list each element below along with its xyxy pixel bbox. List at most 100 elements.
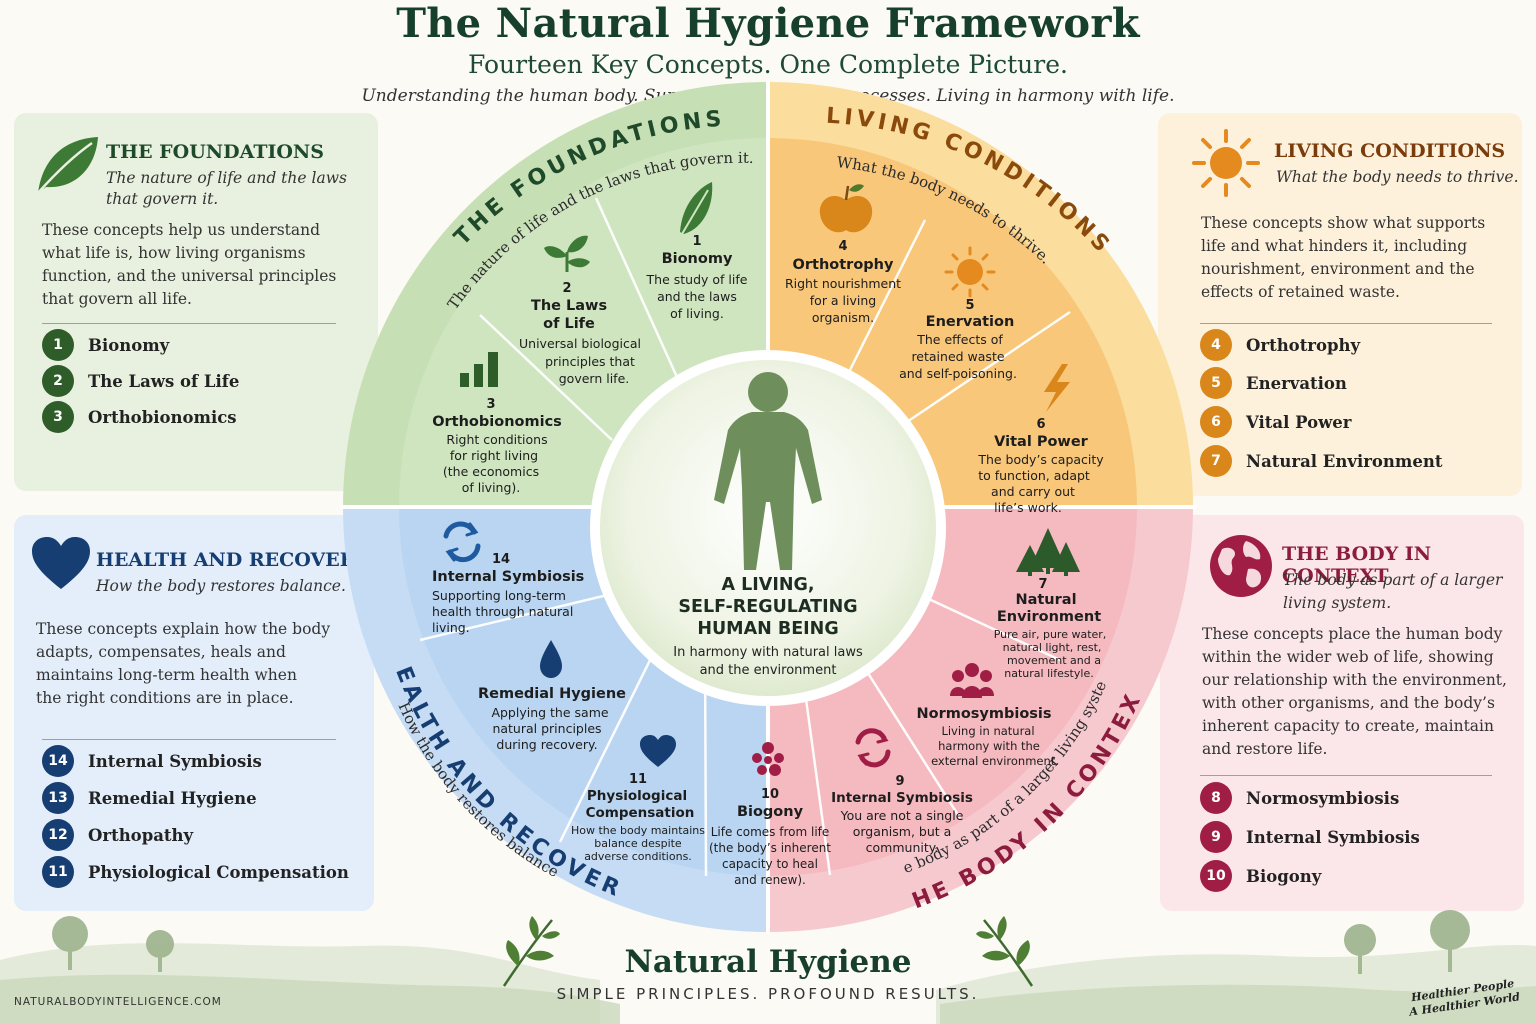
segment-desc: retained waste (911, 349, 1004, 364)
segment-desc: (the body’s inherent (709, 841, 831, 855)
segment-desc: health through natural (432, 604, 573, 619)
segment-number: 9 (895, 774, 904, 789)
leaf-icon (37, 137, 98, 194)
segment-desc: Right conditions (446, 432, 547, 447)
list-item: 14 Internal Symbiosis (42, 745, 262, 777)
segment-title: The Laws (531, 298, 607, 314)
segment-desc: Life comes from life (711, 825, 830, 839)
trees-icon (1016, 528, 1080, 576)
sprout-icon (544, 235, 590, 272)
segment-desc: Living in natural (941, 724, 1034, 738)
list-item: 4 Orthotrophy (1200, 329, 1360, 361)
center-subtitle-2: and the environment (700, 663, 837, 678)
segment-number: 1 (692, 234, 701, 249)
segment-desc: principles that (545, 354, 635, 369)
list-item: 7 Natural Environment (1200, 445, 1443, 477)
segment-desc: organism. (812, 310, 874, 325)
panel-subtitle: The nature of life and the laws (106, 169, 347, 187)
segment-title: Remedial Hygiene (478, 686, 626, 702)
segment-number: 11 (629, 772, 647, 787)
panel-subtitle: The body as part of a larger (1283, 571, 1503, 589)
segment-desc: movement and a (1007, 654, 1101, 667)
health-panel: HEALTH AND RECOVERY How the body restore… (14, 515, 374, 911)
segment-desc: community. (866, 840, 939, 855)
center-title-3: HUMAN BEING (697, 619, 838, 639)
landscape-illustration (0, 910, 1536, 1024)
segment-number: 4 (838, 239, 847, 254)
leaf-sprig-icon (502, 916, 560, 987)
globe-icon (1210, 535, 1272, 597)
list-item: 8 Normosymbiosis (1200, 782, 1399, 814)
list-item: 10 Biogony (1200, 860, 1321, 892)
segment-title: Internal Symbiosis (432, 569, 584, 585)
human-body-icon (714, 372, 822, 570)
segment-desc: (the economics (443, 464, 539, 479)
panel-title: THE BODY IN CONTEXT (1282, 543, 1432, 587)
living-conditions-panel: LIVING CONDITIONS What the body needs to… (1158, 113, 1522, 496)
panel-title: LIVING CONDITIONS (1274, 140, 1506, 162)
leaf-icon (680, 182, 713, 235)
panel-subtitle: How the body restores balance. (96, 577, 346, 595)
segment-desc: for right living (450, 448, 538, 463)
cells-icon (752, 742, 784, 776)
segment-number: 5 (965, 298, 974, 313)
segment-number: 7 (1038, 577, 1047, 592)
segment-desc: govern life. (559, 371, 630, 386)
segment-desc: of living). (462, 480, 521, 495)
segment-desc: natural lifestyle. (1004, 667, 1093, 680)
segment-title: Bionomy (662, 251, 733, 267)
segment-desc: and carry out (991, 484, 1075, 499)
segment-number: 10 (761, 787, 779, 802)
segment-desc: and the laws (657, 289, 737, 304)
segment-number: 14 (492, 552, 510, 567)
panel-title: HEALTH AND RECOVERY (96, 549, 369, 571)
apple-icon (819, 184, 873, 233)
segment-desc: Universal biological (519, 336, 641, 351)
center-title-2: SELF-REGULATING (678, 597, 857, 617)
bar-chart-icon (460, 352, 498, 387)
segment-desc: You are not a single (840, 808, 964, 823)
segment-desc: capacity to heal (722, 857, 818, 871)
heart-icon (640, 735, 676, 767)
list-item: 12 Orthopathy (42, 819, 193, 851)
footer-url[interactable]: NATURALBODYINTELLIGENCE.COM (14, 996, 222, 1008)
segment-desc: Pure air, pure water, (994, 628, 1107, 641)
segment-title: Orthobionomics (432, 414, 562, 430)
segment-title: Enervation (926, 314, 1015, 330)
list-item: 3 Orthobionomics (42, 401, 237, 433)
panel-subtitle: that govern it. (106, 190, 219, 208)
segment-desc: life’s work. (994, 500, 1062, 515)
segment-desc: living. (432, 620, 470, 635)
body-in-context-panel: THE BODY IN CONTEXT The body as part of … (1160, 515, 1524, 911)
list-item: 5 Enervation (1200, 367, 1347, 399)
footer-motto: SIMPLE PRINCIPLES. PROFOUND RESULTS. (556, 985, 980, 1003)
footer-brand: Natural Hygiene (624, 944, 912, 980)
list-item: 2 The Laws of Life (42, 365, 239, 397)
center-title-1: A LIVING, (721, 575, 814, 595)
list-item: 6 Vital Power (1200, 406, 1351, 438)
segment-title: Physiological (587, 788, 687, 804)
segment-title: Orthotrophy (793, 257, 894, 273)
lightning-icon (1044, 364, 1070, 412)
sun-icon (1192, 129, 1260, 197)
page-subtitle: Fourteen Key Concepts. One Complete Pict… (468, 50, 1068, 79)
foundations-panel: THE FOUNDATIONS The nature of life and t… (14, 113, 378, 491)
segment-title: Vital Power (994, 434, 1088, 450)
people-icon (950, 663, 994, 698)
segment-desc: harmony with the (938, 739, 1040, 753)
segment-title: of Life (543, 316, 595, 332)
segment-desc: for a living (810, 293, 876, 308)
segment-desc: The effects of (916, 332, 1003, 347)
segment-desc: balance despite (594, 837, 682, 850)
segment-desc: adverse conditions. (584, 850, 692, 863)
segment-number: 2 (562, 281, 571, 296)
segment-desc: and renew). (734, 873, 806, 887)
segment-desc: How the body maintains (571, 824, 705, 837)
drop-icon (540, 640, 562, 678)
segment-desc: Right nourishment (785, 276, 901, 291)
segment-desc: organism, but a (853, 824, 952, 839)
segment-desc: natural light, rest, (1003, 641, 1102, 654)
